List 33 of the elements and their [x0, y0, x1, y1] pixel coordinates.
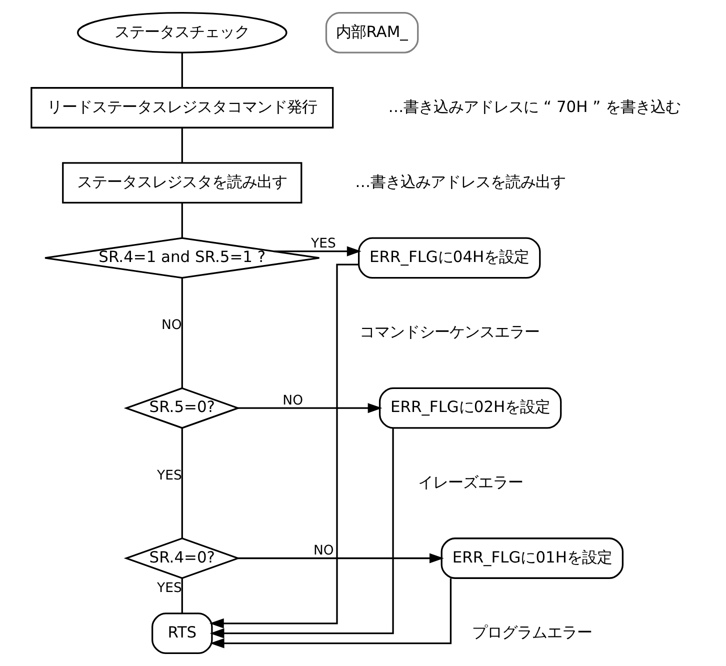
edge-label: YES: [310, 236, 336, 252]
node-label: …書き込みアドレスに “ 70H ” を書き込む: [388, 98, 680, 116]
connector: [180, 52, 182, 88]
node-box: ERR_FLGに02Hを設定: [378, 387, 562, 429]
edge-label: NO: [313, 544, 334, 558]
connector: [180, 278, 182, 388]
connector: [180, 128, 182, 163]
connector: [180, 428, 182, 538]
node-label: プログラムエラー: [472, 623, 592, 642]
node-box: ERR_FLGに01Hを設定: [440, 538, 624, 579]
arrow: [237, 553, 444, 564]
node-box: RTS: [151, 612, 212, 654]
arrow: [209, 428, 394, 638]
node-label: コマンドシーケンスエラー: [358, 323, 539, 342]
node-box: ステータスレジスタを読み出す: [62, 162, 302, 204]
node-box: 内部RAM_: [324, 12, 418, 54]
connector: [180, 202, 182, 238]
arrow: [273, 246, 361, 256]
arrow: [209, 264, 358, 628]
node-box: ERR_FLGに04Hを設定: [357, 237, 540, 279]
arrow: [238, 403, 382, 414]
edge-label: YES: [156, 581, 182, 596]
arrow: [209, 578, 452, 648]
connector: [180, 578, 182, 614]
node-label: イレーズエラー: [417, 473, 522, 492]
edge-label: NO: [160, 318, 182, 334]
node-diamond: SR.5=0?: [123, 387, 240, 429]
node-box: リードステータスレジスタコマンド発行: [30, 87, 334, 128]
edge-label: YES: [156, 468, 182, 484]
node-ellipse: ステータスチェック: [76, 12, 287, 54]
node-diamond: SR.4=0?: [123, 538, 240, 579]
edge-label: NO: [282, 393, 303, 408]
node-label: …書き込みアドレスを読み出す: [354, 172, 566, 191]
